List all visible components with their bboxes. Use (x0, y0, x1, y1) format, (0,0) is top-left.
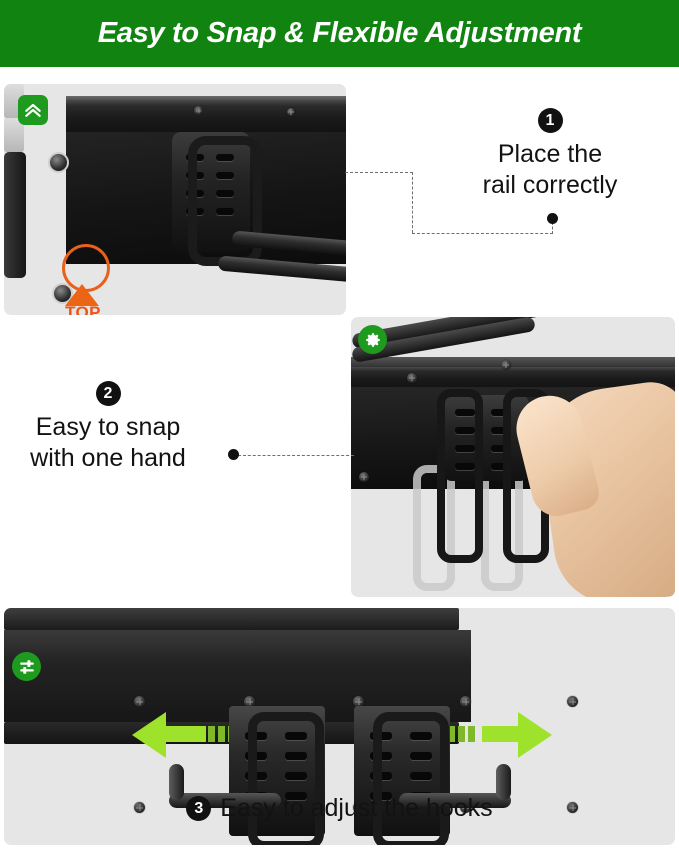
screw-icon (287, 108, 295, 116)
bracket-slot (216, 172, 234, 179)
screw-icon (134, 696, 145, 707)
leader-line-segment (345, 172, 413, 173)
bracket-slot (410, 732, 432, 740)
screw-icon (194, 106, 203, 115)
bracket-slot (491, 445, 511, 452)
screw-icon (567, 696, 578, 707)
rail-top-bar (66, 100, 346, 134)
page-title: Easy to Snap & Flexible Adjustment (97, 17, 582, 49)
bracket-slot (455, 409, 475, 416)
hook-loop (437, 389, 483, 563)
bracket-slot (455, 427, 475, 434)
screw-icon (460, 696, 471, 707)
double-chevron-up-icon (18, 95, 48, 125)
screw-icon (353, 696, 364, 707)
step-number-badge: 1 (537, 108, 563, 133)
panel-adjust-hooks (4, 608, 675, 845)
hook-backplate (4, 152, 26, 278)
bracket-slot (455, 445, 475, 452)
callout-step-1: 1 Place the rail correctly (433, 108, 667, 200)
leader-line-segment (552, 222, 553, 234)
panel-place-rail: TOP (4, 84, 346, 315)
leader-dot (547, 213, 558, 224)
screw-icon (501, 360, 511, 370)
bracket-slot (491, 409, 511, 416)
hook-loop (248, 712, 324, 845)
bracket-slot (491, 463, 511, 470)
leader-line-segment (412, 172, 413, 233)
leader-dot (228, 449, 239, 460)
bracket-slot (285, 772, 307, 780)
bracket-slot (216, 190, 234, 197)
arrow-right-icon (518, 712, 552, 758)
leader-line-segment (412, 233, 553, 234)
top-orientation-label: TOP (65, 303, 101, 315)
rail-top-edge (351, 357, 675, 369)
bracket-slot (285, 732, 307, 740)
arrow-left-shaft (162, 726, 206, 742)
sliders-icon (12, 652, 41, 681)
bracket-slot (216, 154, 234, 161)
arrow-right-shaft (482, 726, 526, 742)
bracket-slot (285, 752, 307, 760)
rail-top-edge (66, 96, 346, 103)
hook-ghost-outline (413, 465, 455, 591)
panel-snap-hook (351, 317, 675, 597)
step-label: Easy to adjust the hooks (220, 794, 493, 822)
leader-line-segment (238, 455, 354, 456)
rail-top-bar (4, 608, 459, 630)
bracket-slot (491, 427, 511, 434)
bracket-slot (216, 208, 234, 215)
hook-loop (373, 712, 449, 845)
bracket-slot (285, 792, 307, 800)
screw-icon (244, 696, 255, 707)
top-direction-arrow-icon (65, 284, 99, 306)
screw-icon (407, 373, 417, 383)
step-label: Easy to snap with one hand (30, 413, 186, 472)
rail-top-bar (351, 367, 675, 389)
hook-arm (399, 793, 511, 808)
screw-icon (134, 802, 145, 813)
header-banner: Easy to Snap & Flexible Adjustment (0, 0, 679, 67)
bracket-slot (410, 772, 432, 780)
step-label: Place the rail correctly (482, 140, 618, 199)
callout-step-3: 3 Easy to adjust the hooks (4, 794, 675, 823)
step-number-badge: 3 (186, 796, 212, 821)
step-number-badge: 2 (95, 381, 121, 406)
mounting-plate (4, 118, 24, 152)
arrow-right-dashes (448, 726, 475, 742)
screw-icon (359, 472, 369, 482)
gear-icon (358, 325, 387, 354)
callout-step-2: 2 Easy to snap with one hand (0, 381, 216, 473)
hook-bracket (354, 706, 450, 836)
screw-icon (567, 802, 578, 813)
bracket-slot (455, 463, 475, 470)
hook-tip (169, 764, 184, 800)
bracket-slot (410, 752, 432, 760)
hook-bracket (443, 395, 529, 481)
arrow-left-icon (132, 712, 166, 758)
anchor-hole (48, 152, 69, 173)
hook-tip (496, 764, 511, 800)
